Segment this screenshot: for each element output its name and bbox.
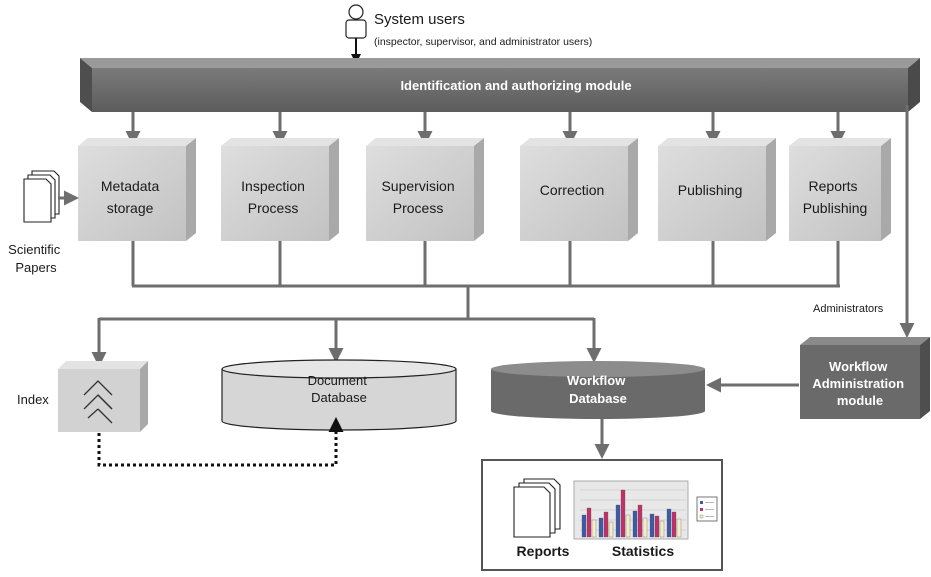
svg-text:Workflow Database: Workflow Database (567, 373, 629, 406)
workflow-db-line2: Database (569, 391, 627, 406)
module-publishing-line1: Publishing (678, 182, 743, 198)
svg-text:Workflow Administration: Workflow Administration module (812, 359, 907, 408)
workflow-administration-cube (800, 337, 930, 419)
identification-module-label: Identification and authorizing module (400, 78, 631, 93)
module-metadata-line2: storage (107, 200, 154, 216)
svg-text:Document Database: Document Database (308, 373, 371, 405)
reports-label: Reports (517, 543, 570, 559)
document-db-line2: Database (311, 390, 367, 405)
module-metadata-storage (78, 138, 196, 241)
module-inspection-line1: Inspection (241, 178, 305, 194)
system-users-title: System users (374, 11, 465, 28)
scientific-papers-line1: Scientific (8, 242, 61, 257)
document-db-line1: Document (308, 373, 368, 388)
administrators-label: Administrators (813, 303, 884, 315)
module-publishing (658, 138, 776, 241)
module-correction-line1: Correction (540, 182, 605, 198)
reports-icon (513, 478, 561, 538)
workflow-admin-line1: Workflow (829, 359, 888, 374)
scientific-papers-icon (23, 170, 60, 223)
module-reports-publishing-line2: Publishing (803, 200, 868, 216)
index-label: Index (17, 392, 49, 407)
module-supervision-process (366, 138, 484, 241)
module-collector-lines (91, 241, 840, 367)
svg-text:Scientific Papers: Scientific Papers (8, 242, 64, 275)
workflow-admin-line3: module (837, 393, 883, 408)
module-metadata-line1: Metadata (101, 178, 160, 194)
statistics-label: Statistics (612, 543, 674, 559)
module-supervision-line1: Supervision (381, 178, 454, 194)
index-to-document-db-connector (97, 417, 344, 467)
workflow-database-cylinder (491, 361, 705, 419)
identification-module-bar (80, 58, 920, 112)
workflow-admin-line2: Administration (812, 376, 904, 391)
svg-text:Metadata storage Inspe: Metadata storage Inspection Process Supe… (101, 178, 867, 216)
auth-to-module-arrows (125, 105, 915, 338)
module-reports-publishing (789, 138, 891, 241)
system-users-subtitle: (inspector, supervisor, and administrato… (374, 36, 592, 48)
system-user-icon (345, 4, 367, 39)
module-reports-publishing-line1: Reports (809, 178, 858, 194)
module-correction (520, 138, 638, 241)
module-inspection-process (221, 138, 339, 241)
tree-icon (83, 380, 113, 424)
document-database-cylinder (221, 359, 457, 431)
module-inspection-line2: Process (248, 200, 299, 216)
statistics-chart-icon (573, 480, 718, 540)
index-cube (58, 361, 148, 432)
scientific-papers-line2: Papers (15, 260, 57, 275)
module-supervision-line2: Process (393, 200, 444, 216)
workflow-db-line1: Workflow (567, 373, 626, 388)
